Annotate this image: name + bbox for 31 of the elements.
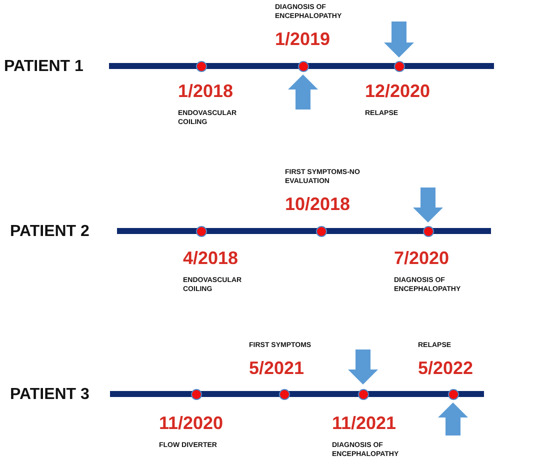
arrow xyxy=(413,188,443,222)
event-date: 5/2022 xyxy=(418,359,474,377)
event-date: 10/2018 xyxy=(285,195,350,213)
event-dot xyxy=(298,60,308,72)
patient-label: PATIENT 3 xyxy=(10,385,90,405)
arrow xyxy=(348,350,378,384)
event-date: 12/2020 xyxy=(365,82,430,100)
event-dot xyxy=(316,226,326,236)
event-date: 1/2018 xyxy=(178,82,234,100)
timeline-bar xyxy=(110,391,484,397)
event-date: 7/2020 xyxy=(394,249,450,267)
patient-label: PATIENT 2 xyxy=(10,222,90,242)
event-dot xyxy=(448,388,458,400)
event-dot xyxy=(196,226,206,236)
event-dot xyxy=(278,388,290,400)
event-dot xyxy=(358,388,368,400)
event-date: 4/2018 xyxy=(183,249,238,267)
timeline-bar xyxy=(109,63,494,69)
timeline-bar xyxy=(117,228,491,234)
event-date: 11/2020 xyxy=(159,414,224,432)
event-date: 1/2019 xyxy=(275,30,330,48)
arrow xyxy=(438,402,468,436)
event-date: 11/2021 xyxy=(332,414,396,432)
arrow xyxy=(384,22,414,58)
event-dot xyxy=(196,60,206,72)
patient-label: PATIENT 1 xyxy=(4,57,84,77)
event-dot xyxy=(394,60,404,72)
event-dot xyxy=(190,388,202,400)
arrow xyxy=(288,74,318,110)
event-dot xyxy=(422,226,434,236)
event-date: 5/2021 xyxy=(249,359,304,377)
